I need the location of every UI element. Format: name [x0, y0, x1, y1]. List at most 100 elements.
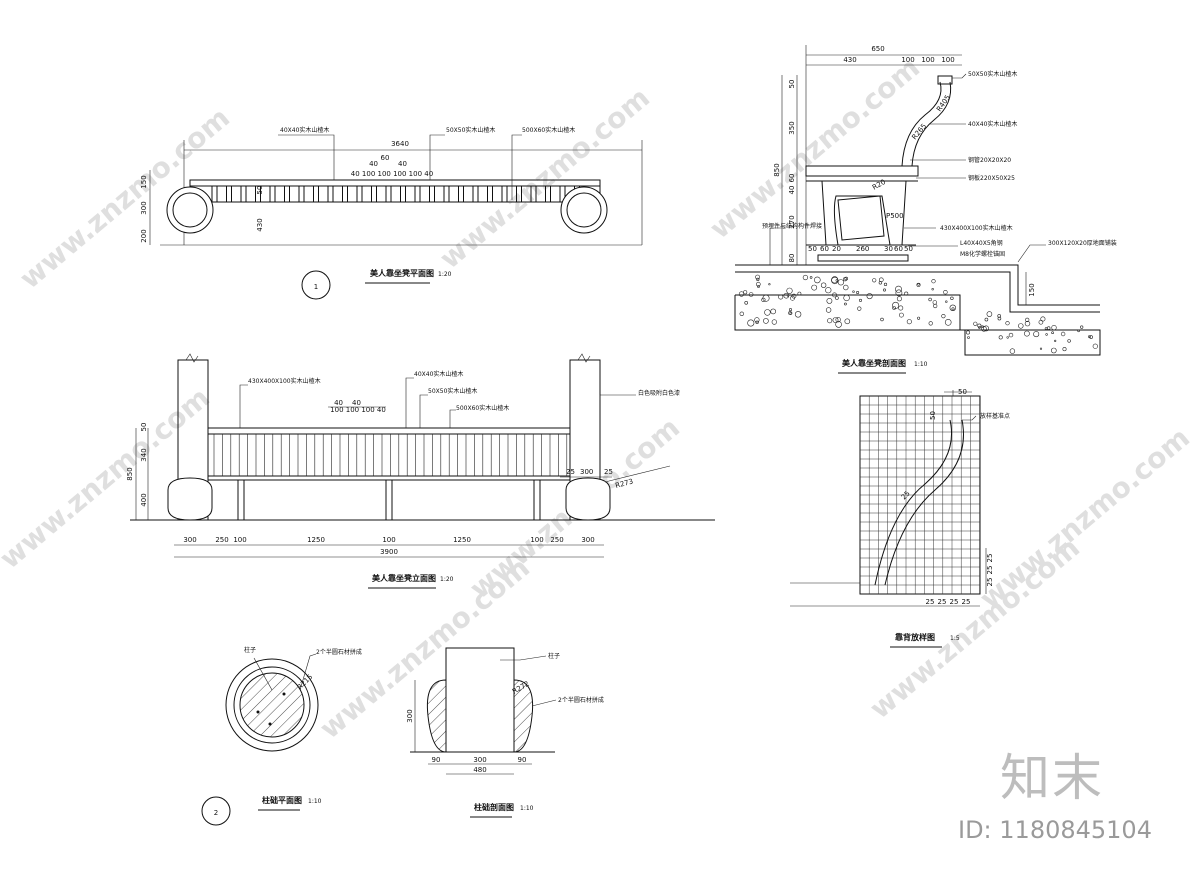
plan-slat: [226, 185, 232, 203]
section-view: 650 430 100 100 100 850 50 350 60 40 270…: [734, 45, 1117, 374]
plan-slat: [429, 185, 435, 203]
aggregate-dot: [973, 321, 978, 326]
plan-dim-top40b: 40: [398, 160, 407, 168]
sec-dim-430: 430: [843, 56, 856, 64]
elev-dim-s25b: 25: [604, 468, 613, 476]
aggregate-dot: [771, 319, 777, 325]
aggregate-dot: [898, 305, 904, 311]
aggregate-dot: [981, 325, 984, 328]
aggregate-dot: [951, 307, 955, 311]
aggregate-dot: [1088, 335, 1091, 339]
plan-dim-slats: 40 100 100 100 100 40: [351, 170, 433, 178]
elev-dim-b1250a: 1250: [307, 536, 325, 544]
sec-dim-60: 60: [788, 174, 796, 183]
aggregate-dot: [1005, 321, 1010, 326]
aggregate-dot: [1024, 320, 1031, 327]
aggregate-dot: [791, 293, 797, 299]
section-scale: 1:10: [914, 361, 928, 368]
plan-slat: [516, 185, 522, 203]
aggregate-dot: [755, 281, 761, 287]
aggregate-dot: [757, 285, 760, 288]
aggregate-dot: [1051, 331, 1054, 335]
aggregate-dot: [856, 290, 860, 294]
aggregate-dot: [826, 297, 833, 304]
column-section-w480: 480: [473, 766, 486, 774]
aggregate-dot: [825, 307, 832, 313]
column-section-stone-right: [513, 679, 534, 753]
plan-note-3: 500X60实木山楂木: [522, 126, 575, 134]
plan-slat: [356, 185, 363, 203]
backrest-scale: 1:5: [950, 635, 960, 642]
aggregate-dot: [844, 302, 847, 306]
sec-dim-r20: R20: [871, 178, 887, 192]
aggregate-dot: [878, 281, 883, 285]
sec-note-5: 430X400X100实木山楂木: [940, 224, 1013, 232]
aggregate-dot: [837, 279, 845, 286]
column-section-scale: 1:10: [520, 805, 534, 812]
plan-slat: [342, 185, 348, 203]
aggregate-dot: [809, 276, 813, 279]
sec-note-2: 40X40实木山楂木: [968, 120, 1017, 128]
aggregate-dot: [1051, 325, 1057, 331]
aggregate-dot: [786, 294, 790, 297]
aggregate-dot: [1067, 339, 1071, 343]
elev-note-4: 500X60实木山楂木: [456, 404, 509, 412]
watermark-site: www.znzmo.com: [433, 81, 656, 275]
elev-dim-b100b: 100: [382, 536, 395, 544]
aggregate-dot: [1045, 333, 1048, 336]
sec-note-1: 50X50实木山楂木: [968, 70, 1017, 78]
aggregate-dot: [981, 325, 987, 332]
plan-slat: [269, 185, 276, 203]
column-plan-scale: 1:10: [308, 798, 322, 805]
backrest-dim-top50: 50: [958, 388, 967, 396]
aggregate-dot: [906, 319, 912, 325]
plan-slat: [385, 185, 392, 203]
elev-dim-top40b: 40: [352, 399, 361, 407]
sec-dim-t100b: 100: [921, 56, 934, 64]
aggregate-dot: [928, 321, 933, 326]
aggregate-dot: [788, 311, 793, 315]
aggregate-dot: [761, 297, 766, 303]
aggregate-dot: [1092, 343, 1098, 349]
aggregate-dot: [1024, 330, 1030, 337]
plan-dim-50: 50: [256, 186, 264, 195]
elevation-view: 850 50 340 400 300 250 100 1250 100 1250…: [126, 353, 715, 589]
sec-backrest: [901, 81, 942, 167]
plan-dim-top40a: 40: [369, 160, 378, 168]
aggregate-dot: [843, 294, 850, 302]
plan-slat: [487, 185, 493, 203]
aggregate-dot: [852, 290, 855, 293]
aggregate-dot: [965, 330, 970, 335]
sec-note-7: M8化学螺栓锚固: [960, 250, 1005, 258]
plan-slat: [284, 185, 290, 203]
column-section-h300: 300: [406, 709, 414, 722]
aggregate-dot: [943, 290, 948, 295]
backrest-curve-outer: [884, 419, 964, 586]
aggregate-dot: [857, 306, 862, 311]
aggregate-dot: [950, 296, 954, 300]
column-section-note-1: 柱子: [548, 652, 560, 660]
aggregate-dot: [832, 292, 837, 298]
aggregate-dot: [917, 283, 920, 286]
elev-base-right: [565, 477, 611, 521]
elev-dim-b100a: 100: [233, 536, 246, 544]
aggregate-dot: [883, 282, 888, 287]
aggregate-dot: [844, 318, 851, 325]
backrest-dim-v50: 50: [929, 411, 937, 420]
backrest-note-1: 放样基准点: [980, 412, 1010, 420]
elev-dim-b300a: 300: [183, 536, 196, 544]
plan-slat: [414, 185, 421, 203]
elev-note-2: 40X40实木山楂木: [414, 370, 463, 378]
sec-dim-b50: 50: [808, 245, 817, 253]
aggregate-dot: [880, 317, 884, 322]
sec-dim-350: 350: [788, 121, 796, 134]
aggregate-dot: [931, 279, 936, 284]
aggregate-dot: [1062, 347, 1067, 352]
backrest-bottom-dim: 25: [950, 598, 959, 606]
aggregate-dot: [978, 326, 981, 329]
aggregate-dot: [743, 290, 748, 295]
plan-slat: [545, 185, 551, 203]
column-section-w300: 300: [473, 756, 486, 764]
elev-dim-b100c: 100: [530, 536, 543, 544]
plan-dim-200: 200: [140, 229, 148, 242]
